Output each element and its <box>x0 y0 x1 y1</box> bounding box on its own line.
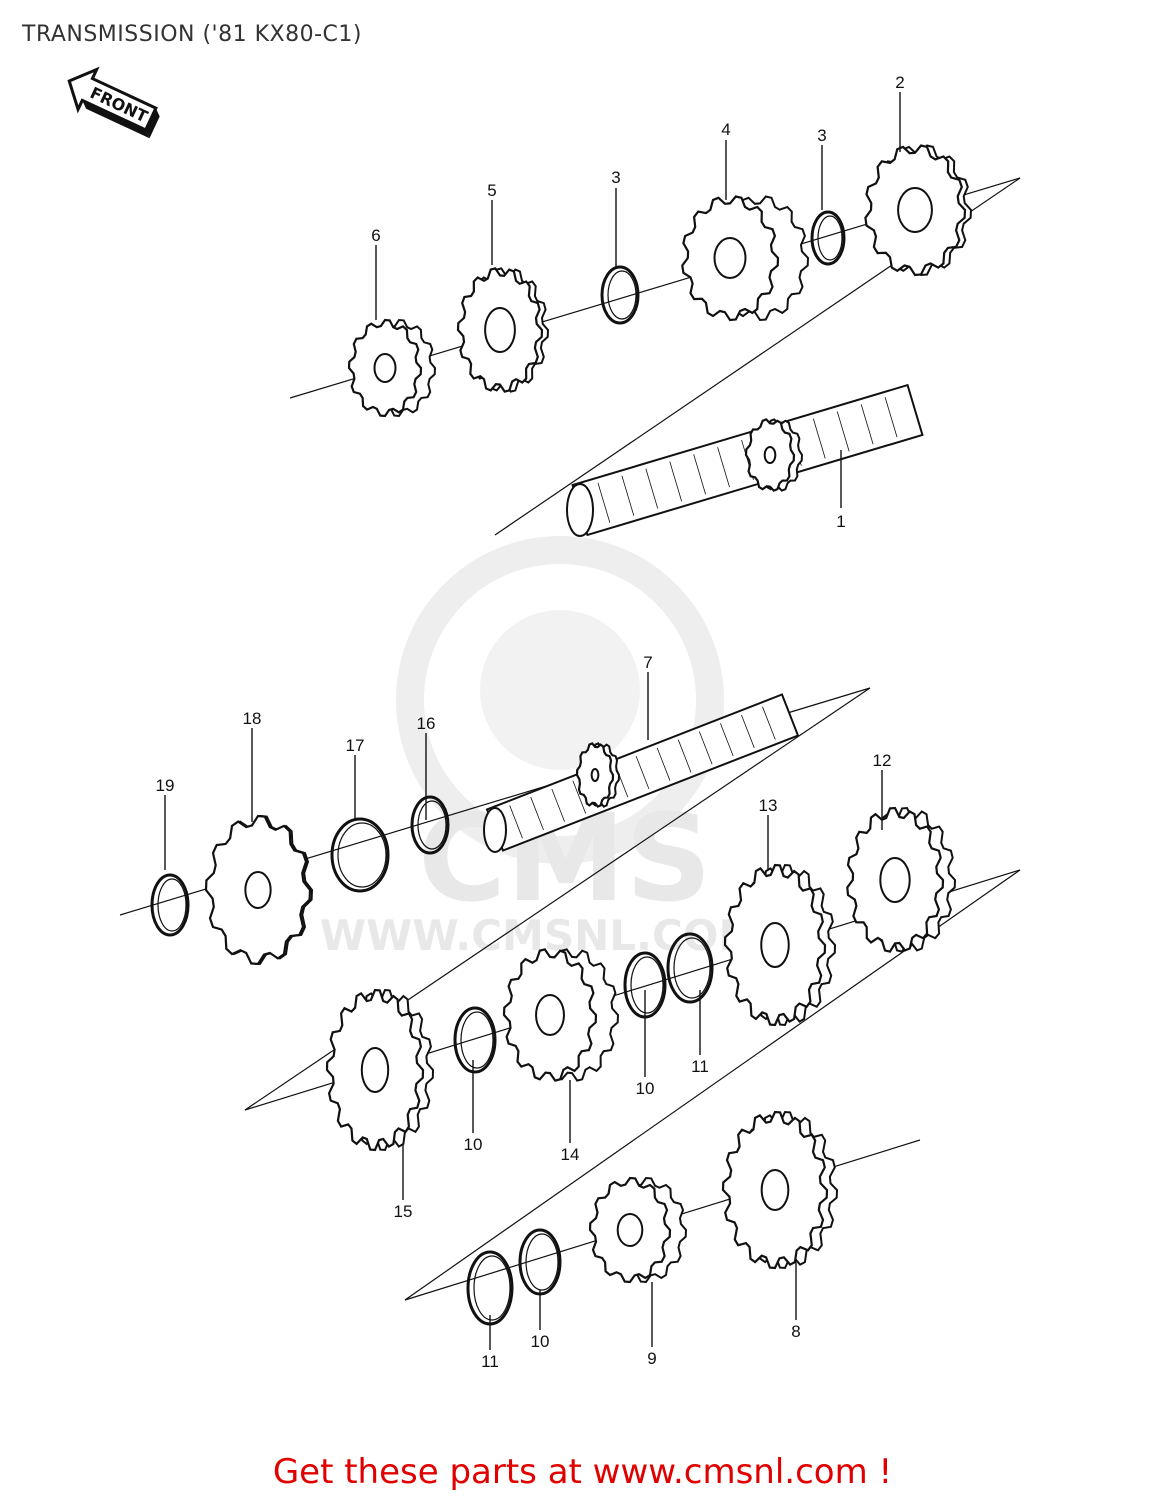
washer-11-bottom <box>466 1250 514 1326</box>
gear-14 <box>502 948 620 1082</box>
footer-parts-link[interactable]: Get these parts at www.cmsnl.com ! <box>272 1452 893 1492</box>
circlip-3-right <box>810 210 846 266</box>
callout-6: 6 <box>371 226 380 245</box>
callout-11-middle: 11 <box>691 1057 709 1076</box>
gear-12 <box>846 806 957 953</box>
callout-19: 19 <box>156 776 175 795</box>
callout-1: 1 <box>836 512 845 531</box>
callout-3-left: 3 <box>611 168 620 187</box>
callout-5: 5 <box>487 181 496 200</box>
callout-7: 7 <box>643 653 652 672</box>
collar-17 <box>330 817 390 893</box>
callout-9: 9 <box>647 1349 656 1368</box>
callout-10-middle: 10 <box>636 1079 655 1098</box>
callout-4: 4 <box>721 120 730 139</box>
gear-9 <box>588 1176 688 1284</box>
circlip-10-left <box>453 1006 497 1074</box>
leader-lines <box>164 92 901 1350</box>
callout-15: 15 <box>394 1202 413 1221</box>
callout-16: 16 <box>417 714 436 733</box>
callout-3-right: 3 <box>817 126 826 145</box>
shaft-gear-7 <box>575 742 621 808</box>
callout-12: 12 <box>873 751 892 770</box>
circlip-16 <box>410 795 450 855</box>
gear-2 <box>864 144 973 277</box>
gear-4 <box>681 195 810 322</box>
callout-2: 2 <box>895 73 904 92</box>
callout-14: 14 <box>561 1145 580 1164</box>
gear-6 <box>347 318 437 418</box>
callout-18: 18 <box>243 709 262 728</box>
washer-11-middle <box>666 932 714 1004</box>
cms-watermark: CMS WWW.CMSNL.COM <box>320 536 760 960</box>
front-arrow-icon: FRONT <box>67 66 160 139</box>
gear-15 <box>325 988 435 1152</box>
drive-shaft-1 <box>566 383 924 537</box>
sprocket-18 <box>204 814 314 966</box>
callout-13: 13 <box>759 796 778 815</box>
callout-10-bottom: 10 <box>531 1332 550 1351</box>
shaft-gear-1 <box>744 418 804 492</box>
callout-17: 17 <box>346 736 365 755</box>
callout-11-bottom: 11 <box>481 1352 499 1371</box>
gear-13 <box>723 863 837 1027</box>
circlip-3-left <box>600 265 640 325</box>
circlip-10-bottom <box>518 1228 562 1296</box>
page-title: TRANSMISSION ('81 KX80-C1) <box>22 22 362 47</box>
circlip-19 <box>150 873 190 937</box>
gear-8 <box>721 1110 839 1270</box>
callout-labels: 2 4 3 3 5 6 1 7 18 17 16 19 12 13 11 10 … <box>156 73 905 1371</box>
gear-5 <box>456 267 550 393</box>
callout-10-left: 10 <box>464 1135 483 1154</box>
callout-8: 8 <box>791 1322 800 1341</box>
